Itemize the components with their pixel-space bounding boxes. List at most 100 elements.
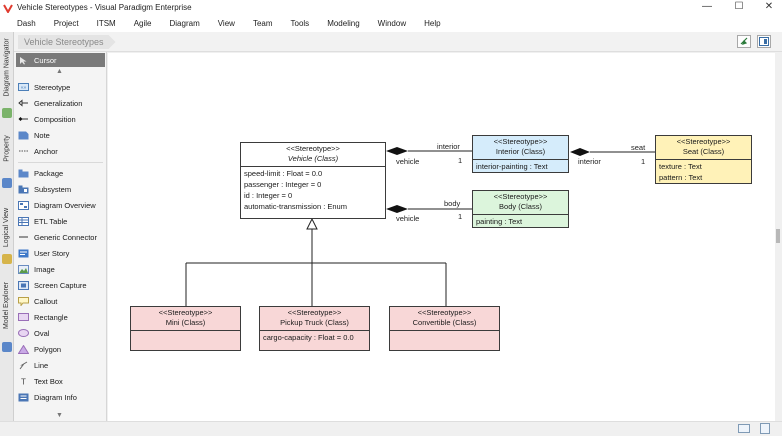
vehicle-attr-transmission: automatic-transmission : Enum xyxy=(244,202,347,211)
image-icon xyxy=(18,264,29,274)
tool-note[interactable]: Note xyxy=(16,128,105,142)
tool-etl-table[interactable]: ETL Table xyxy=(16,214,105,228)
scrollbar-thumb[interactable] xyxy=(776,229,780,243)
interior-multiplicity: 1 xyxy=(458,156,463,165)
body-name: Body (Class) xyxy=(499,202,542,211)
pickup-name: Pickup Truck (Class) xyxy=(280,318,349,327)
breadcrumb-bar: Vehicle Stereotypes xyxy=(14,32,782,52)
tool-generic-connector[interactable]: Generic Connector xyxy=(16,230,105,244)
logical-view-icon xyxy=(2,254,12,264)
tool-package[interactable]: Package xyxy=(16,166,105,180)
convertible-name: Convertible (Class) xyxy=(412,318,477,327)
close-button[interactable]: ✕ xyxy=(764,1,774,12)
callout-icon xyxy=(18,296,29,306)
menu-help[interactable]: Help xyxy=(424,19,441,28)
text-box-icon: T xyxy=(18,377,29,386)
vehicle-attr-passenger: passenger : Integer = 0 xyxy=(244,180,322,189)
tool-stereotype[interactable]: «» Stereotype xyxy=(16,80,105,94)
title-bar: Vehicle Stereotypes - Visual Paradigm En… xyxy=(0,0,782,15)
tool-line[interactable]: Line xyxy=(16,358,105,372)
body-stereotype: <<Stereotype>> xyxy=(493,192,548,201)
scroll-up-arrow-icon[interactable]: ▲ xyxy=(56,68,63,75)
tool-composition[interactable]: Composition xyxy=(16,112,105,126)
palette-divider xyxy=(18,162,103,163)
class-pickup-truck[interactable]: <<Stereotype>> Pickup Truck (Class) carg… xyxy=(259,306,370,351)
tool-callout[interactable]: Callout xyxy=(16,294,105,308)
mini-stereotype: <<Stereotype>> xyxy=(158,308,213,317)
menu-diagram[interactable]: Diagram xyxy=(169,19,200,28)
class-vehicle[interactable]: <<Stereotype>> Vehicle (Class) speed-lim… xyxy=(240,142,386,219)
class-convertible[interactable]: <<Stereotype>> Convertible (Class) xyxy=(389,306,500,351)
user-story-icon xyxy=(18,249,29,258)
layout-button[interactable] xyxy=(757,35,771,48)
interior-name: Interior (Class) xyxy=(495,147,546,156)
menu-view[interactable]: View xyxy=(217,19,235,28)
interior-seat-diamond xyxy=(570,148,590,156)
pin-icon xyxy=(740,37,748,45)
tool-rectangle[interactable]: Rectangle xyxy=(16,310,105,324)
breadcrumb[interactable]: Vehicle Stereotypes xyxy=(18,35,116,49)
tool-subsystem[interactable]: Subsystem xyxy=(16,182,105,196)
class-mini[interactable]: <<Stereotype>> Mini (Class) xyxy=(130,306,241,351)
vehicle-end-label-top: vehicle xyxy=(396,157,420,166)
layout-icon xyxy=(759,37,769,46)
vehicle-end-label-bottom: vehicle xyxy=(396,214,420,223)
screen-capture-icon xyxy=(18,280,29,290)
stereotype-icon: «» xyxy=(18,83,29,92)
document-icon[interactable] xyxy=(760,423,770,434)
menu-dash[interactable]: Dash xyxy=(17,19,36,28)
seat-stereotype: <<Stereotype>> xyxy=(676,137,731,146)
vehicle-interior-diamond xyxy=(386,147,408,155)
menu-itsm[interactable]: ITSM xyxy=(96,19,116,28)
subsystem-icon xyxy=(18,185,29,194)
note-icon xyxy=(18,131,29,140)
tool-diagram-overview[interactable]: Diagram Overview xyxy=(16,198,105,212)
menu-window[interactable]: Window xyxy=(377,19,407,28)
tool-text-box[interactable]: T Text Box xyxy=(16,374,105,388)
menu-modeling[interactable]: Modeling xyxy=(327,19,360,28)
oval-icon xyxy=(18,329,29,338)
package-icon xyxy=(18,169,29,178)
svg-text:«»: «» xyxy=(21,85,27,91)
property-icon xyxy=(2,178,12,188)
vehicle-body-diamond xyxy=(386,205,408,213)
menu-bar: Dash Project ITSM Agile Diagram View Tea… xyxy=(0,15,782,32)
diagram-canvas[interactable] xyxy=(108,53,775,421)
rectangle-icon xyxy=(18,313,29,322)
generalization-icon xyxy=(18,99,29,108)
vehicle-name: Vehicle (Class) xyxy=(287,154,339,163)
tool-generalization[interactable]: Generalization xyxy=(16,96,105,110)
class-seat[interactable]: <<Stereotype>> Seat (Class) texture : Te… xyxy=(655,135,752,184)
window-title: Vehicle Stereotypes - Visual Paradigm En… xyxy=(17,3,192,12)
diagram-overview-icon xyxy=(18,200,29,210)
tool-oval[interactable]: Oval xyxy=(16,326,105,340)
menu-agile[interactable]: Agile xyxy=(133,19,152,28)
tool-screen-capture[interactable]: Screen Capture xyxy=(16,278,105,292)
tool-image[interactable]: Image xyxy=(16,262,105,276)
menu-project[interactable]: Project xyxy=(53,19,79,28)
interior-attr-painting: interior-painting : Text xyxy=(476,162,548,171)
class-interior[interactable]: <<Stereotype>> Interior (Class) interior… xyxy=(472,135,569,173)
class-body[interactable]: <<Stereotype>> Body (Class) painting : T… xyxy=(472,190,569,228)
body-role-label: body xyxy=(444,199,461,208)
tool-cursor[interactable]: Cursor xyxy=(16,53,105,67)
minimize-button[interactable]: — xyxy=(702,1,712,12)
seat-multiplicity: 1 xyxy=(641,157,646,166)
generic-connector-icon xyxy=(18,233,29,242)
menu-team[interactable]: Team xyxy=(252,19,273,28)
seat-attr-texture: texture : Text xyxy=(659,162,702,171)
mail-icon[interactable] xyxy=(738,424,750,433)
menu-tools[interactable]: Tools xyxy=(290,19,310,28)
tool-diagram-info[interactable]: Diagram Info xyxy=(16,390,105,404)
interior-stereotype: <<Stereotype>> xyxy=(493,137,548,146)
anchor-icon xyxy=(18,147,29,156)
seat-role-label: seat xyxy=(631,143,646,152)
scroll-down-arrow-icon[interactable]: ▼ xyxy=(56,412,63,419)
maximize-button[interactable]: ☐ xyxy=(734,1,744,12)
tool-polygon[interactable]: Polygon xyxy=(16,342,105,356)
tool-anchor[interactable]: Anchor xyxy=(16,144,105,158)
tool-user-story[interactable]: User Story xyxy=(16,246,105,260)
diagram-info-icon xyxy=(18,393,29,402)
pin-button[interactable] xyxy=(737,35,751,48)
